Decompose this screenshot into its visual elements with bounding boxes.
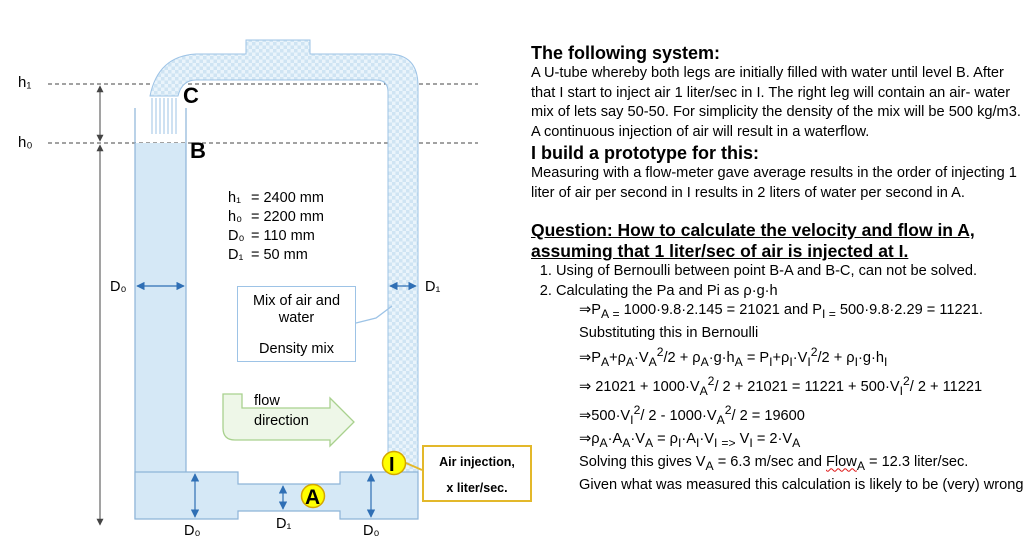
mix-callout-box: Mix of air and water Density mix <box>237 286 356 362</box>
d1-bottom-mid-label: D₁ <box>276 516 291 532</box>
param-h1-value: = 2400 mm <box>251 190 324 206</box>
system-heading: The following system: <box>531 43 721 63</box>
h1-label: h₁ <box>18 74 31 91</box>
question-heading: Question: How to calculate the velocity … <box>531 220 975 261</box>
point-b-label: B <box>190 138 206 163</box>
callout-connector <box>355 305 393 324</box>
point-a-label: A <box>305 486 320 509</box>
drip-lines <box>151 98 177 134</box>
callout-line-1: Mix of air and <box>252 293 341 309</box>
method-list: Using of Bernoulli between point B-A and… <box>531 262 1027 301</box>
param-d1-symbol: D₁ <box>228 247 243 263</box>
system-description: A U-tube whereby both legs are initially… <box>531 65 1021 140</box>
d0-bottom-left-label: D₀ <box>184 523 201 539</box>
calc-line-4: ⇒ 21021 + 1000·VA2/ 2 + 21021 = 11221 + … <box>579 374 983 399</box>
calc-line-8: Given what was measured this calculation… <box>579 477 1024 494</box>
calc-line-2: Substituting this in Bernoulli <box>579 325 759 342</box>
d1-right-label: D₁ <box>425 279 440 295</box>
flow-label-line-1: flow <box>254 393 280 409</box>
calculation-block: ⇒PA = 1000·9.8·2.145 = 21021 and PI = 50… <box>531 301 1027 496</box>
text-panel: The following system: A U-tube whereby b… <box>531 42 1027 496</box>
point-i-marker <box>381 450 407 476</box>
method-item-2: Calculating the Pa and Pi as ρ·g·h <box>556 282 1027 302</box>
flow-direction-label: flow direction <box>254 391 309 431</box>
air-injection-line-1: Air injection, <box>439 455 515 469</box>
param-h1-symbol: h₁ <box>228 190 241 206</box>
callout-line-2: water <box>278 310 315 326</box>
prototype-heading: I build a prototype for this: <box>531 143 759 163</box>
param-h0-value: = 2200 mm <box>251 209 324 225</box>
param-d0-symbol: D₀ <box>228 228 245 244</box>
air-injection-box: Air injection, x liter/sec. <box>422 445 532 502</box>
u-tube-diagram: h₁ h₀ C B I A D₀ D₁ D₀ D₁ D₀ h₁ = 2400 m… <box>18 39 478 539</box>
point-i-label: I <box>389 454 395 476</box>
air-injection-line-2: x liter/sec. <box>446 481 508 495</box>
param-h0-symbol: h₀ <box>228 209 242 225</box>
d0-bottom-right-label: D₀ <box>363 523 380 539</box>
flow-label-line-2: direction <box>254 413 309 429</box>
calc-line-7: Solving this gives VA = 6.3 m/sec and Fl… <box>579 454 969 474</box>
point-c-label: C <box>183 83 199 108</box>
param-d1-value: = 50 mm <box>251 247 308 263</box>
d0-left-label: D₀ <box>110 279 127 295</box>
calc-line-3: ⇒PA+ρA·VA2/2 + ρA·g·hA = PI+ρI·VI2/2 + ρ… <box>579 345 888 370</box>
injection-connector <box>405 462 423 471</box>
calc-line-1: ⇒PA = 1000·9.8·2.145 = 21021 and PI = 50… <box>579 302 983 321</box>
h0-label: h₀ <box>18 134 33 151</box>
point-a-marker <box>300 483 326 509</box>
right-leg-mix <box>149 39 419 520</box>
flow-direction-arrow <box>222 393 355 448</box>
callout-line-3: Density mix <box>259 341 334 357</box>
param-d0-value: = 110 mm <box>251 228 315 244</box>
bottom-pipe <box>134 471 419 520</box>
parameter-list: h₁ = 2400 mm h₀ = 2200 mm D₀ = 110 mm D₁… <box>228 190 324 263</box>
calc-line-5: ⇒500·VI2/ 2 - 1000·VA2/ 2 = 19600 <box>579 403 805 428</box>
method-item-1: Using of Bernoulli between point B-A and… <box>556 262 1027 282</box>
calc-line-6: ⇒ρA·AA·VA = ρI·AI·VI => VI = 2·VA <box>579 431 801 451</box>
prototype-description: Measuring with a flow-meter gave average… <box>531 165 1017 201</box>
left-leg-water <box>135 143 186 519</box>
